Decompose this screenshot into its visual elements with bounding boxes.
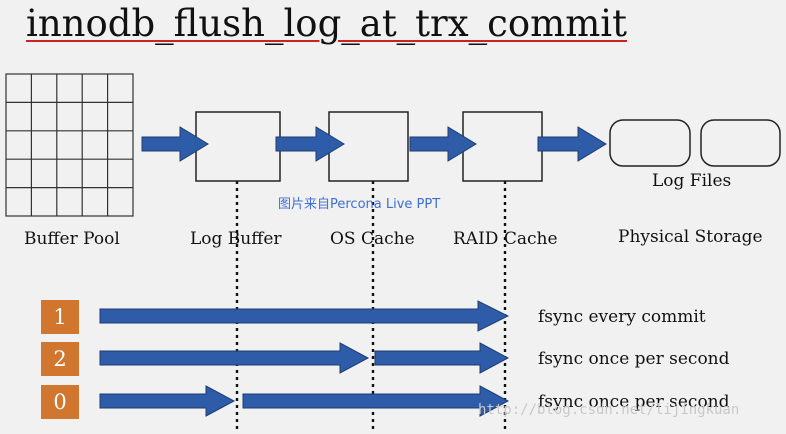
mode-1-arrow xyxy=(99,300,510,332)
log-buffer-label: Log Buffer xyxy=(190,229,282,249)
flow-arrow-1 xyxy=(141,126,209,162)
mode-2-arrow-b xyxy=(374,342,510,374)
mode-0-badge: 0 xyxy=(41,385,79,419)
os-cache-box xyxy=(328,111,409,182)
mode-0-description: fsync once per second xyxy=(538,392,730,412)
log-files-label: Log Files xyxy=(652,171,732,191)
mode-0-arrow-b xyxy=(242,385,510,417)
log-file-1 xyxy=(609,119,691,167)
log-buffer-box xyxy=(195,111,281,182)
watermark: http://blog.csdn.net/lijingkuan xyxy=(478,402,740,418)
flow-arrow-3 xyxy=(409,126,477,162)
mode-0-arrow-a xyxy=(99,385,236,417)
mode-2-badge: 2 xyxy=(41,342,79,376)
mode-1-description: fsync every commit xyxy=(538,307,706,327)
physical-storage-label: Physical Storage xyxy=(618,227,763,247)
os-cache-label: OS Cache xyxy=(330,229,415,249)
raid-cache-label: RAID Cache xyxy=(453,229,558,249)
flow-arrow-4 xyxy=(537,126,607,162)
log-file-2 xyxy=(700,119,781,167)
mode-1-badge: 1 xyxy=(41,300,79,334)
flow-arrow-2 xyxy=(275,126,345,162)
mode-2-description: fsync once per second xyxy=(538,349,730,369)
raid-cache-box xyxy=(462,111,543,182)
buffer-pool-grid xyxy=(5,73,134,217)
image-credit: 图片来自Percona Live PPT xyxy=(278,197,441,212)
diagram-title: innodb_flush_log_at_trx_commit xyxy=(26,2,627,45)
mode-2-arrow-a xyxy=(99,342,370,374)
buffer-pool-label: Buffer Pool xyxy=(24,229,120,249)
